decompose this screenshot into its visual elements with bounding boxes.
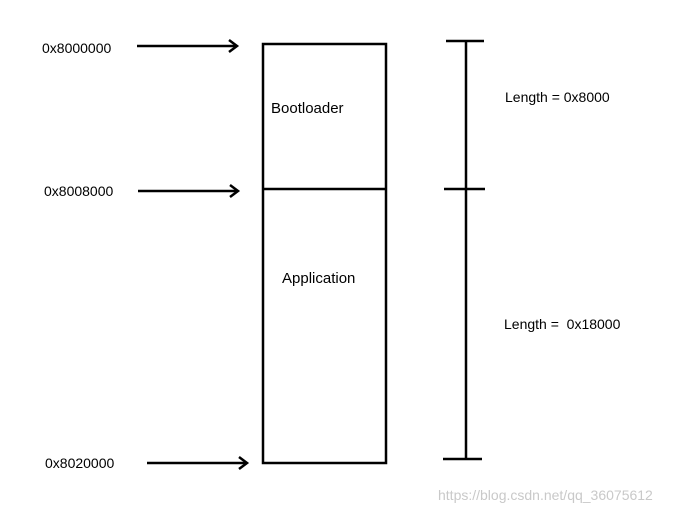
watermark-text: https://blog.csdn.net/qq_36075612 <box>438 487 653 503</box>
arrow-app-start <box>138 184 241 198</box>
address-label-app-start: 0x8008000 <box>44 183 114 199</box>
length-bracket <box>443 39 485 461</box>
length-label-application: Length = 0x18000 <box>504 316 621 332</box>
arrow-start <box>137 39 240 53</box>
length-label-bootloader: Length = 0x8000 <box>505 89 610 105</box>
address-label-end: 0x8020000 <box>45 455 115 471</box>
region-label-bootloader: Bootloader <box>271 100 344 117</box>
address-label-start: 0x8000000 <box>42 40 112 56</box>
region-label-application: Application <box>282 270 356 287</box>
arrow-end <box>147 456 250 470</box>
memory-block <box>261 42 388 465</box>
